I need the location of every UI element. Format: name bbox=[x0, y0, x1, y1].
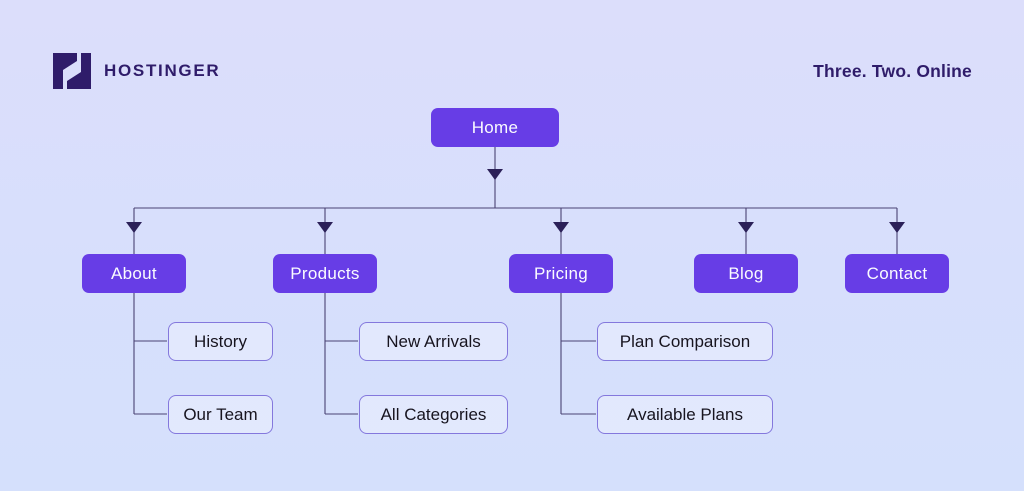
node-available-plans: Available Plans bbox=[597, 395, 773, 434]
node-contact: Contact bbox=[845, 254, 949, 293]
node-home: Home bbox=[431, 108, 559, 147]
node-new-arrivals: New Arrivals bbox=[359, 322, 508, 361]
arrow-down-icon bbox=[738, 222, 754, 233]
arrowheads bbox=[126, 169, 905, 233]
node-blog: Blog bbox=[694, 254, 798, 293]
brand-wordmark: HOSTINGER bbox=[104, 61, 221, 80]
arrow-down-icon bbox=[317, 222, 333, 233]
hostinger-h-logo-icon bbox=[53, 53, 91, 89]
brand-tagline: Three. Two. Online bbox=[813, 61, 972, 81]
arrow-down-icon bbox=[487, 169, 503, 180]
node-our-team: Our Team bbox=[168, 395, 273, 434]
node-all-categories: All Categories bbox=[359, 395, 508, 434]
node-products: Products bbox=[273, 254, 377, 293]
arrow-down-icon bbox=[889, 222, 905, 233]
arrow-down-icon bbox=[126, 222, 142, 233]
node-about: About bbox=[82, 254, 186, 293]
node-history: History bbox=[168, 322, 273, 361]
node-plan-comparison: Plan Comparison bbox=[597, 322, 773, 361]
brand: HOSTINGER bbox=[53, 53, 220, 89]
arrow-down-icon bbox=[553, 222, 569, 233]
node-pricing: Pricing bbox=[509, 254, 613, 293]
